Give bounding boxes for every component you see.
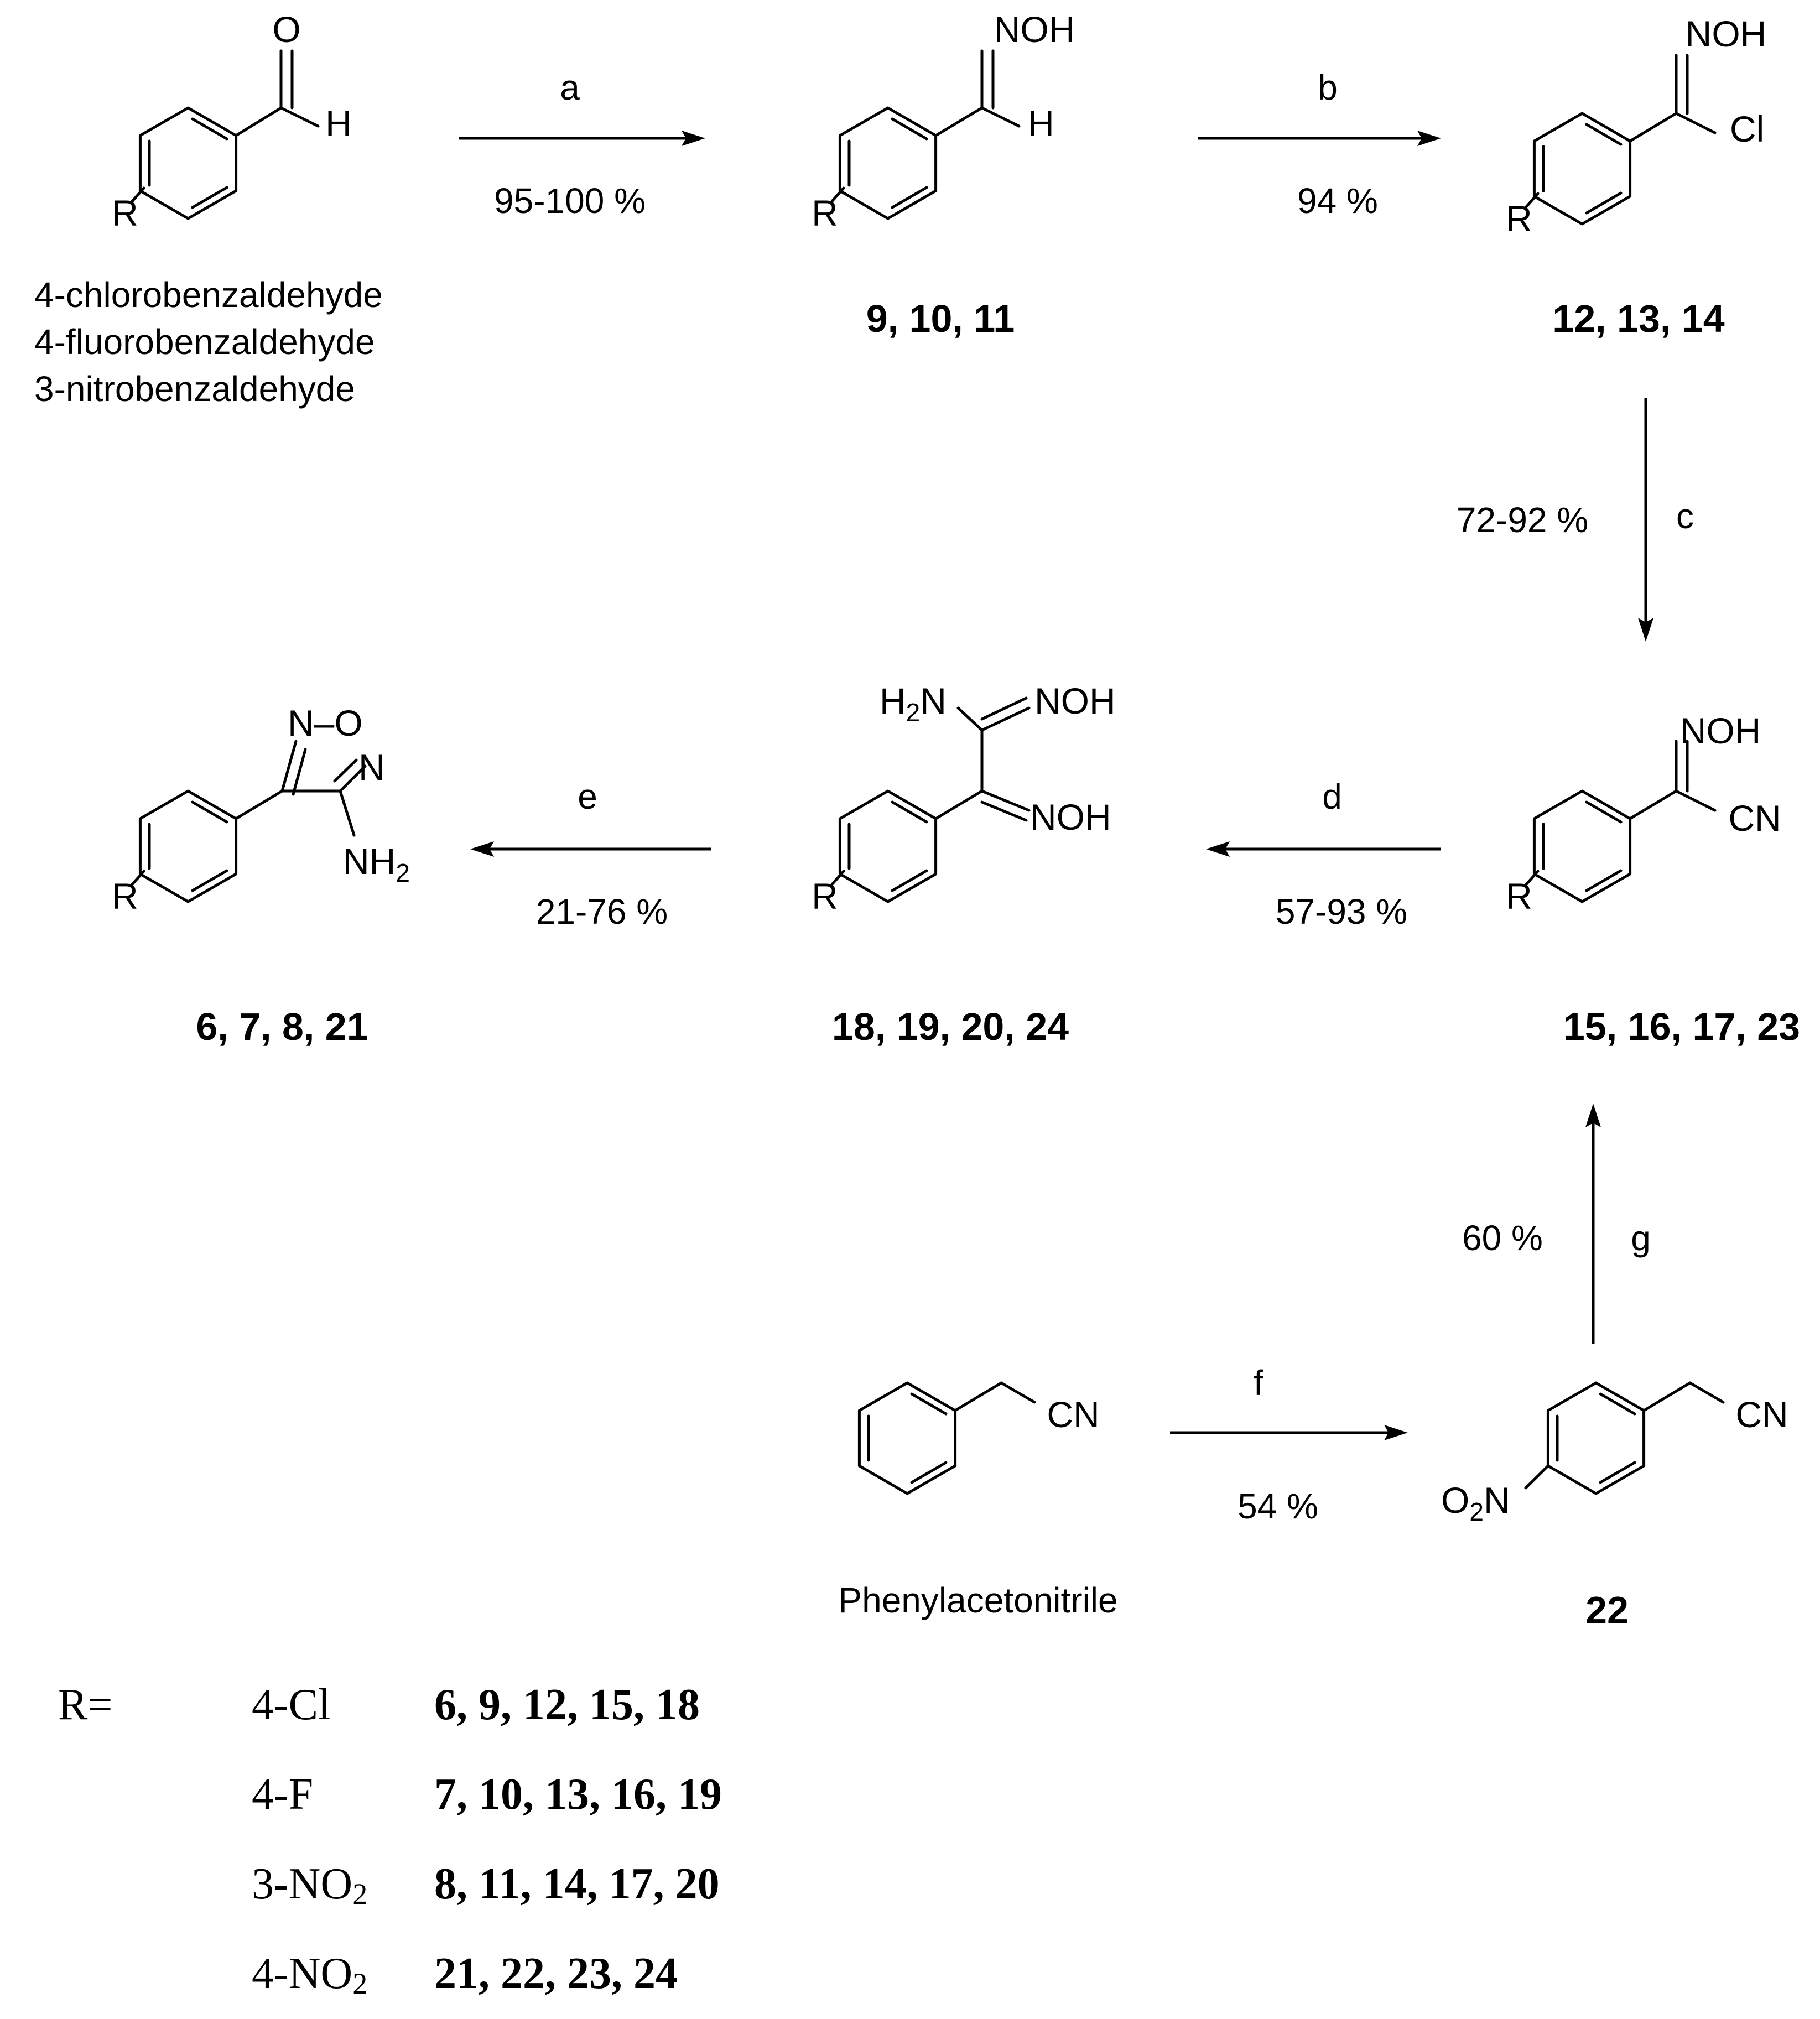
compound-label-amidoximes: 18, 19, 20, 24 (832, 1005, 1069, 1048)
atom-NOH: NOH (994, 9, 1075, 50)
atom-O2N: O2N (1441, 1480, 1510, 1526)
step-yield-d: 57-93 % (1276, 892, 1407, 932)
amidoxime-structure: H2N NOH NOH R (812, 680, 1116, 917)
r-row-compounds: 6, 9, 12, 15, 18 (434, 1680, 700, 1729)
atom-Cl: Cl (1730, 108, 1764, 149)
r-row-substituent: 4-F (252, 1770, 313, 1819)
step-label-d: d (1322, 777, 1342, 816)
atom-NOH: NOH (1680, 710, 1761, 751)
atom-R: R (112, 876, 138, 917)
atom-CN: CN (1728, 798, 1781, 839)
r-row-substituent: 3-NO2 (252, 1860, 367, 1911)
arrow-step-b: b 94 % (1198, 67, 1441, 221)
atom-R: R (112, 192, 138, 233)
atom-H: H (1028, 103, 1054, 144)
arrow-step-g: 60 % g (1462, 1104, 1651, 1344)
r-row-compounds: 7, 10, 13, 16, 19 (434, 1770, 722, 1819)
compound-label-nitro: 22 (1585, 1589, 1629, 1632)
compound-label-cyanides: 15, 16, 17, 23 (1563, 1005, 1800, 1048)
arrow-step-a: a 95-100 % (459, 67, 705, 221)
r-table-header: R= (58, 1680, 112, 1729)
step-label-a: a (560, 67, 580, 107)
r-substituent-table: R= 4-Cl 6, 9, 12, 15, 18 4-F 7, 10, 13, … (58, 1680, 722, 2000)
step-label-f: f (1254, 1363, 1263, 1403)
arrow-step-d: d 57-93 % (1206, 777, 1441, 932)
r-row-compounds: 8, 11, 14, 17, 20 (434, 1860, 720, 1908)
starting-material-2: 4-fluorobenzaldehyde (34, 322, 375, 362)
aldehyde-structure: O H R (112, 9, 352, 233)
phenylacetonitrile-label: Phenylacetonitrile (838, 1580, 1117, 1620)
aminofurazan-structure: N–O N NH2 R (112, 703, 410, 917)
atom-R: R (1506, 876, 1532, 917)
arrow-step-f: f 54 % (1170, 1363, 1408, 1526)
step-label-g: g (1631, 1218, 1651, 1258)
compound-label-furazans: 6, 7, 8, 21 (196, 1005, 368, 1048)
starting-material-1: 4-chlorobenzaldehyde (34, 275, 383, 315)
step-label-c: c (1676, 496, 1694, 536)
furazan-N-O: N–O (288, 703, 363, 743)
arrow-step-c: 72-92 % c (1457, 398, 1694, 642)
step-yield-b: 94 % (1297, 181, 1378, 221)
step-yield-a: 95-100 % (494, 181, 646, 221)
atom-R: R (812, 192, 838, 233)
phenylacetonitrile-structure: CN (859, 1381, 1100, 1494)
oxime-nitrile-structure: NOH CN R (1506, 710, 1781, 917)
starting-material-3: 3-nitrobenzaldehyde (34, 369, 355, 409)
compound-label-oximes: 9, 10, 11 (866, 297, 1015, 340)
nitrophenylacetonitrile-structure: CN O2N (1441, 1381, 1788, 1526)
atom-NOH-upper: NOH (1034, 680, 1116, 721)
step-yield-e: 21-76 % (536, 892, 668, 932)
r-row-substituent: 4-NO2 (252, 1949, 367, 2000)
atom-CN: CN (1735, 1394, 1788, 1435)
step-yield-f: 54 % (1237, 1486, 1318, 1526)
atom-R: R (1506, 198, 1532, 239)
atom-CN: CN (1047, 1394, 1099, 1435)
atom-O: O (272, 9, 300, 50)
r-row-compounds: 21, 22, 23, 24 (434, 1949, 678, 1998)
step-yield-g: 60 % (1462, 1218, 1543, 1258)
starting-material-names: 4-chlorobenzaldehyde 4-fluorobenzaldehyd… (34, 275, 383, 409)
atom-NOH: NOH (1686, 13, 1767, 54)
oxime-structure: NOH H R (812, 9, 1075, 233)
arrow-step-e: e 21-76 % (470, 777, 711, 932)
atom-H2N: H2N (880, 680, 947, 727)
atom-NH2: NH2 (343, 841, 410, 887)
compound-label-chlorides: 12, 13, 14 (1552, 297, 1724, 340)
atom-NOH-lower: NOH (1030, 797, 1111, 837)
atom-R: R (812, 876, 838, 917)
atom-H: H (325, 103, 352, 144)
step-yield-c: 72-92 % (1457, 500, 1588, 540)
furazan-N: N (358, 747, 385, 788)
hydroximoyl-chloride-structure: NOH Cl R (1506, 13, 1766, 239)
step-label-e: e (578, 777, 597, 816)
step-label-b: b (1318, 67, 1338, 107)
r-row-substituent: 4-Cl (252, 1680, 330, 1729)
